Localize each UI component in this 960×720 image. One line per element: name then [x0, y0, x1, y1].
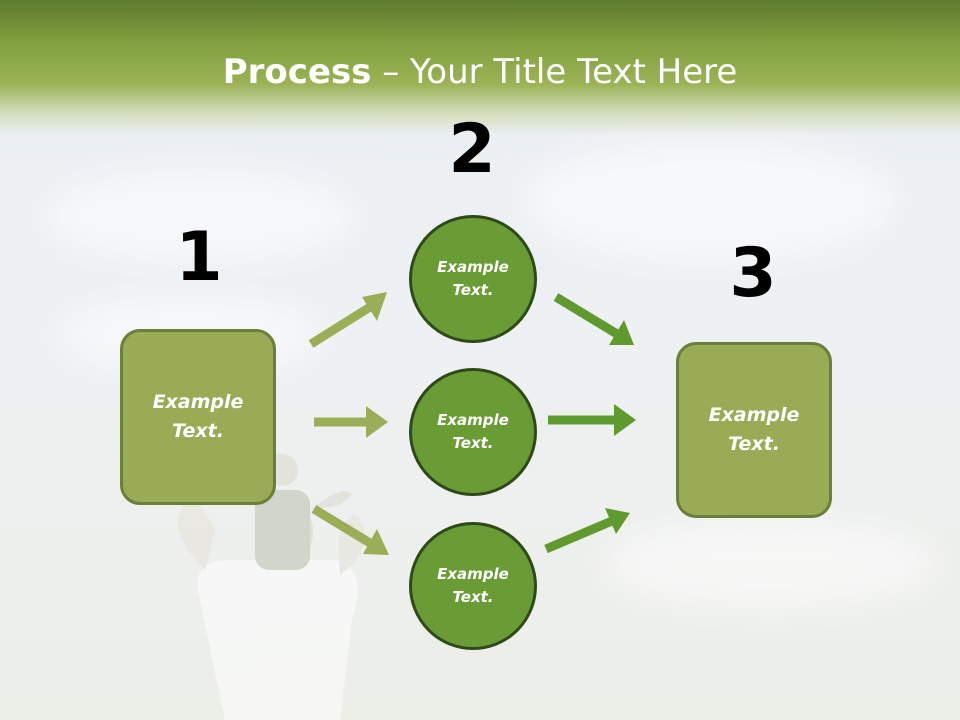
circle-top-label: Example Text. [437, 258, 509, 299]
step-2-circle-middle: Example Text. [409, 368, 537, 496]
title-bold: Process [222, 52, 372, 92]
arrow-middle-to-3 [548, 404, 636, 436]
circle-middle-label: Example Text. [437, 411, 509, 452]
step-3-box: Example Text. [676, 342, 832, 518]
cloud [600, 520, 940, 610]
title-rest: – Your Title Text Here [371, 52, 738, 92]
arrow-1-to-middle [314, 406, 388, 438]
title-bar [0, 0, 960, 135]
step-2-number: 2 [448, 110, 496, 189]
cloud [40, 170, 360, 260]
step-1-number: 1 [175, 218, 223, 297]
arrow-top-to-3 [553, 293, 634, 345]
arrow-1-to-top [308, 292, 387, 348]
step-1-box: Example Text. [120, 329, 276, 505]
circle-bottom-label: Example Text. [437, 565, 509, 606]
step-3-number: 3 [729, 234, 777, 313]
step-1-label: Example Text. [152, 391, 244, 442]
cloud [520, 140, 900, 260]
step-2-circle-top: Example Text. [409, 215, 537, 343]
step-3-label: Example Text. [708, 404, 800, 455]
slide-title: Process – Your Title Text Here [0, 52, 960, 92]
arrow-1-to-bottom [311, 505, 389, 555]
arrow-bottom-to-3 [544, 508, 630, 554]
step-2-circle-bottom: Example Text. [409, 522, 537, 650]
